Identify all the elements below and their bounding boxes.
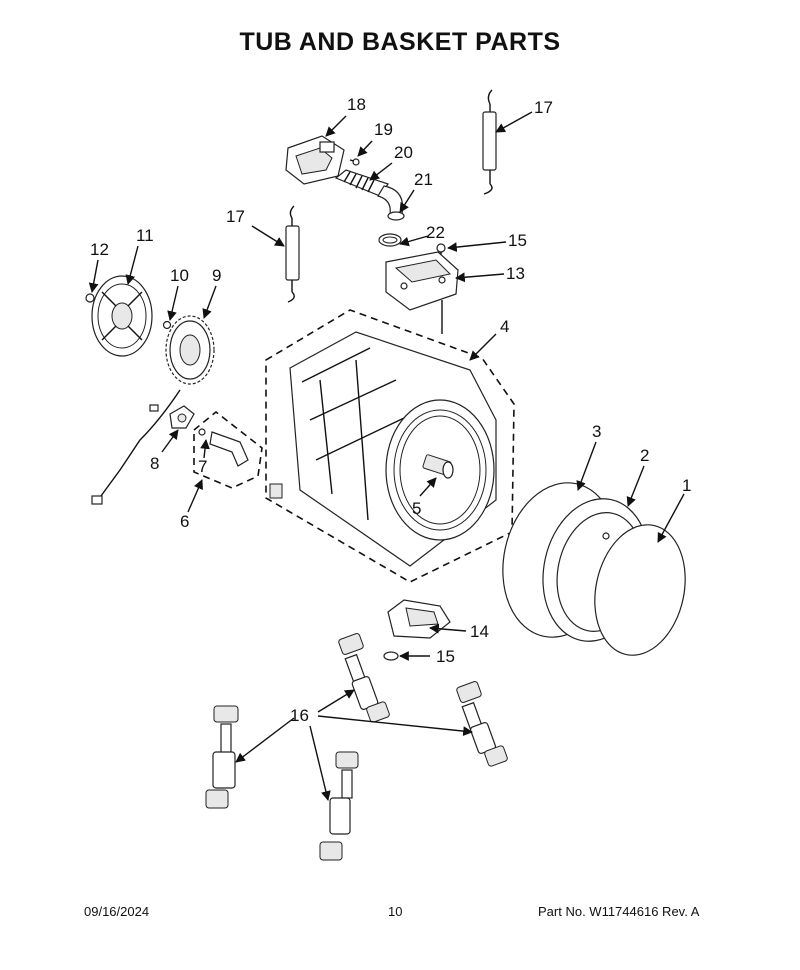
callout-10: 10 xyxy=(170,266,189,285)
part-11-rotor xyxy=(91,275,153,357)
callout-9: 9 xyxy=(212,266,221,285)
part-21-elbow xyxy=(377,185,405,221)
part-19-screw xyxy=(349,158,360,166)
callout-14: 14 xyxy=(470,622,489,641)
callout-20: 20 xyxy=(394,143,413,162)
part-16-damper-4 xyxy=(319,751,359,861)
part-17-spring-left xyxy=(285,205,300,303)
part-13-counterweight xyxy=(385,251,459,334)
part-14-bottom-bracket xyxy=(387,599,451,639)
callout-leaders xyxy=(88,111,685,801)
part-9-stator xyxy=(91,315,215,505)
part-5-basket-shaft xyxy=(422,454,454,479)
part-16-damper-2 xyxy=(456,681,508,767)
part-20-hose xyxy=(334,169,389,197)
callout-3: 3 xyxy=(592,422,601,441)
part-4-tub-outline xyxy=(265,309,515,583)
callout-17-right: 17 xyxy=(534,98,553,117)
page-title: TUB AND BASKET PARTS xyxy=(239,28,561,56)
part-16-damper-1 xyxy=(338,633,390,723)
callout-4: 4 xyxy=(500,317,509,336)
callout-2: 2 xyxy=(640,446,649,465)
callout-22: 22 xyxy=(426,223,445,242)
part-12-bolt xyxy=(85,293,95,303)
part-17-spring-right xyxy=(482,89,497,195)
part-6-kit-outline xyxy=(193,410,263,489)
callout-11: 11 xyxy=(136,226,154,245)
callout-13: 13 xyxy=(506,264,525,283)
callout-15-upper: 15 xyxy=(508,231,527,250)
callout-6: 6 xyxy=(180,512,189,531)
part-15-lower-washer xyxy=(383,651,399,661)
part-10-bolt xyxy=(162,320,172,330)
part-4-tub xyxy=(269,331,497,567)
callout-15-lower: 15 xyxy=(436,647,455,666)
part-7-harness xyxy=(198,428,249,467)
callout-1: 1 xyxy=(682,476,691,495)
callout-5: 5 xyxy=(412,499,421,518)
footer-part-number: Part No. W11744616 Rev. A xyxy=(538,904,700,919)
callout-7: 7 xyxy=(198,457,207,476)
callout-16: 16 xyxy=(290,706,309,725)
footer-date: 09/16/2024 xyxy=(84,904,150,919)
callout-19: 19 xyxy=(374,120,393,139)
callout-17-left: 17 xyxy=(226,207,245,226)
footer-page-number: 10 xyxy=(388,904,403,919)
part-1-clamp-ring xyxy=(594,524,686,656)
callout-12: 12 xyxy=(90,240,109,259)
part-8-sensor xyxy=(169,405,195,429)
part-22-clamp xyxy=(378,233,402,247)
part-18-inlet-housing xyxy=(285,135,345,185)
callout-8: 8 xyxy=(150,454,159,473)
callout-21: 21 xyxy=(414,170,433,189)
callout-labels: 18 19 20 21 22 15 13 17 17 4 11 12 10 9 … xyxy=(90,95,691,725)
callout-18: 18 xyxy=(347,95,366,114)
part-16-damper-3 xyxy=(205,705,239,809)
